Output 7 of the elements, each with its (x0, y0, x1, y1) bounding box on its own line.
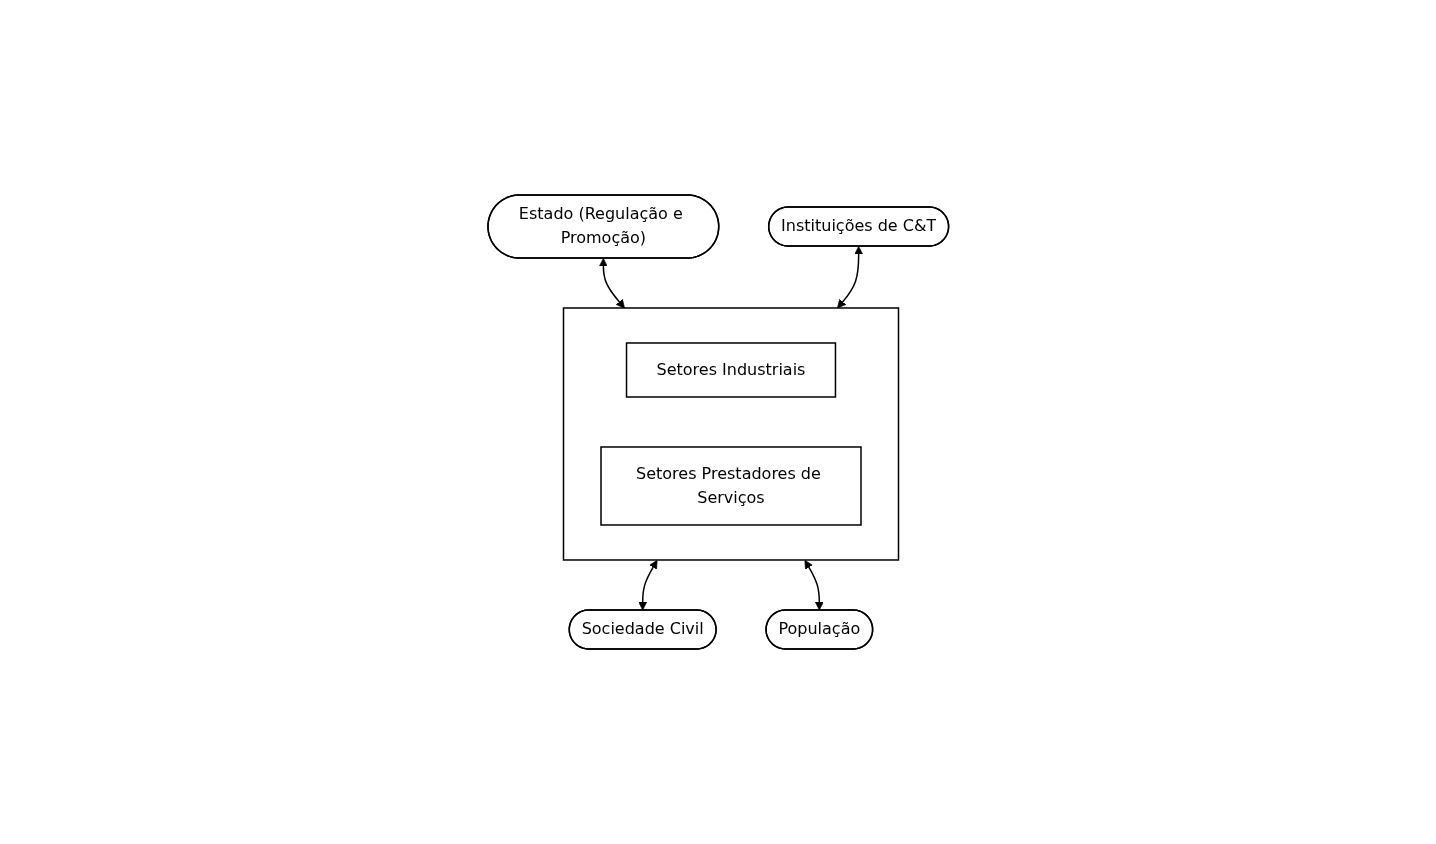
cluster (562, 307, 899, 561)
arrow (804, 559, 824, 611)
node-box: Setores Prestadores de Serviços (599, 446, 862, 526)
arrow (598, 258, 625, 309)
node-box: Setores Industriais (625, 342, 836, 398)
arrow (836, 246, 863, 309)
arrow (637, 559, 658, 611)
